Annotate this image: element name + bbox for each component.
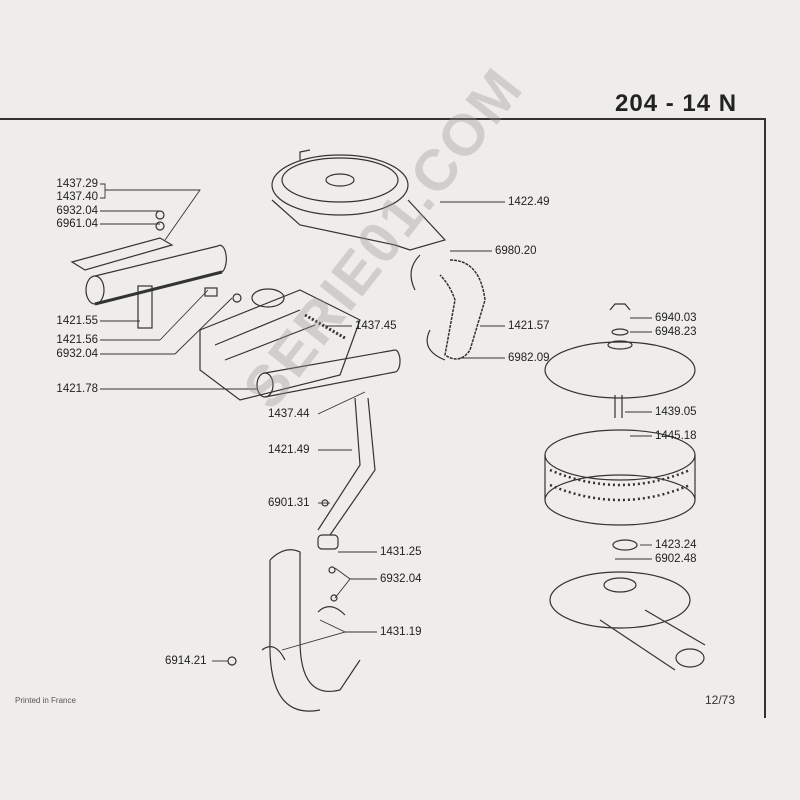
part-label: 1422.49 bbox=[508, 196, 550, 208]
breather-tube bbox=[256, 313, 401, 398]
part-label: 6961.04 bbox=[56, 218, 98, 230]
part-label: 1421.55 bbox=[56, 315, 98, 327]
part-label: 1421.49 bbox=[268, 444, 310, 456]
part-label: 1437.40 bbox=[56, 191, 98, 203]
part-label: 6940.03 bbox=[655, 312, 697, 324]
air-cleaner-lid bbox=[544, 303, 696, 418]
rubber-hose bbox=[410, 254, 486, 361]
elbow-pipe bbox=[317, 397, 376, 602]
part-label: 6914.21 bbox=[165, 655, 207, 667]
part-label: 1431.25 bbox=[380, 546, 422, 558]
frame-right-rule bbox=[764, 118, 766, 718]
part-label: 1423.24 bbox=[655, 539, 697, 551]
page-number: 12/73 bbox=[705, 693, 736, 707]
air-cleaner-base bbox=[549, 539, 706, 671]
rocker-cover bbox=[199, 288, 361, 401]
part-label: 1421.56 bbox=[56, 334, 98, 346]
part-label: 6932.04 bbox=[56, 205, 98, 217]
part-label: 6901.31 bbox=[268, 497, 310, 509]
part-label: 6980.20 bbox=[495, 245, 537, 257]
part-label: 6932.04 bbox=[56, 348, 98, 360]
part-label: 6982.09 bbox=[508, 352, 550, 364]
part-label: 6932.04 bbox=[380, 573, 422, 585]
part-label: 1439.05 bbox=[655, 406, 697, 418]
part-label: 1437.44 bbox=[268, 408, 310, 420]
leader-lines bbox=[100, 183, 652, 662]
frame-top-rule bbox=[0, 118, 766, 120]
filter-element bbox=[544, 429, 696, 526]
part-label: 1431.19 bbox=[380, 626, 422, 638]
part-label: 1437.45 bbox=[355, 320, 397, 332]
air-intake-pipe-left bbox=[70, 210, 242, 329]
part-label: 1421.78 bbox=[56, 383, 98, 395]
part-label: 6902.48 bbox=[655, 553, 697, 565]
page-title: 204 - 14 N bbox=[615, 90, 738, 117]
part-label: 1437.29 bbox=[56, 178, 98, 190]
printed-in-france: Printed in France bbox=[15, 696, 76, 705]
warm-air-pipe bbox=[227, 549, 361, 712]
part-label: 1445.18 bbox=[655, 430, 697, 442]
part-label: 1421.57 bbox=[508, 320, 550, 332]
air-cleaner-top bbox=[271, 149, 447, 251]
part-label: 6948.23 bbox=[655, 326, 697, 338]
